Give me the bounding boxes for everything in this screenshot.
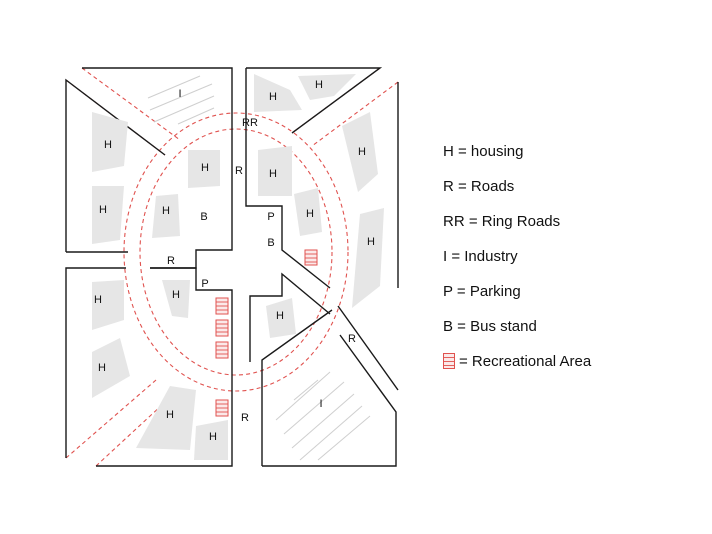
legend-text: = Recreational Area [459, 353, 592, 370]
housing-zone [254, 74, 302, 112]
recreational-areas [215, 249, 318, 417]
zones [92, 74, 384, 460]
housing-label: H [104, 139, 112, 151]
road-label: R [167, 255, 175, 267]
bus-stand-label: B [200, 211, 207, 223]
road-label: R [348, 333, 356, 345]
legend-item-housing: H = housing [443, 140, 523, 164]
housing-label: H [99, 204, 107, 216]
road-label: R [235, 165, 243, 177]
housing-label: H [367, 236, 375, 248]
legend-item-parking: P = Parking [443, 280, 521, 304]
housing-zone [266, 298, 296, 338]
parking-label: P [201, 278, 208, 290]
industry-label: I [178, 88, 181, 100]
housing-zone [188, 150, 220, 188]
legend-text: B = Bus stand [443, 318, 537, 335]
housing-zone [298, 74, 356, 100]
recreational-area-icon [215, 341, 229, 359]
legend-item-bus-stand: B = Bus stand [443, 315, 537, 339]
housing-label: H [315, 79, 323, 91]
road-label: R [241, 412, 249, 424]
housing-zone [258, 146, 292, 196]
housing-zone [294, 188, 322, 236]
recreational-area-icon [304, 249, 318, 266]
legend-item-ring-roads: RR = Ring Roads [443, 210, 560, 234]
legend-text: I = Industry [443, 248, 518, 265]
housing-label: H [358, 146, 366, 158]
housing-label: H [98, 362, 106, 374]
housing-zone [92, 338, 130, 398]
housing-label: H [201, 162, 209, 174]
housing-zone [162, 280, 190, 318]
housing-zone [352, 208, 384, 308]
recreational-area-icon [443, 353, 455, 369]
parking-label: P [267, 211, 274, 223]
housing-zone [152, 194, 180, 238]
legend-text: P = Parking [443, 283, 521, 300]
industry-hatch-bottom [275, 371, 371, 461]
block-outlines [65, 67, 399, 467]
housing-zone [136, 386, 196, 450]
recreational-area-icon [215, 297, 229, 315]
housing-zone [92, 112, 128, 172]
legend-item-roads: R = Roads [443, 175, 514, 199]
legend-text: R = Roads [443, 178, 515, 195]
housing-label: H [276, 310, 284, 322]
housing-label: H [172, 289, 180, 301]
legend-item-recreational: = Recreational Area [443, 350, 591, 374]
housing-zone [342, 112, 378, 192]
ring-road-label: RR [242, 117, 258, 129]
recreational-area-icon [215, 319, 229, 337]
bus-stand-label: B [267, 237, 274, 249]
recreational-area-icon [215, 399, 229, 417]
industry-hatch-top [147, 75, 215, 125]
legend-text: H = housing [443, 143, 524, 160]
map-labels: I RR H H H R H B R H H H P H B H H H P H… [94, 79, 375, 443]
housing-zone [92, 186, 124, 244]
legend-item-industry: I = Industry [443, 245, 518, 269]
housing-label: H [269, 91, 277, 103]
housing-label: H [306, 208, 314, 220]
housing-zone [194, 420, 228, 460]
housing-zone [92, 280, 124, 330]
housing-label: H [94, 294, 102, 306]
legend-text: RR = Ring Roads [443, 213, 561, 230]
housing-label: H [269, 168, 277, 180]
housing-label: H [209, 431, 217, 443]
industry-label: I [319, 398, 322, 410]
housing-label: H [166, 409, 174, 421]
housing-label: H [162, 205, 170, 217]
